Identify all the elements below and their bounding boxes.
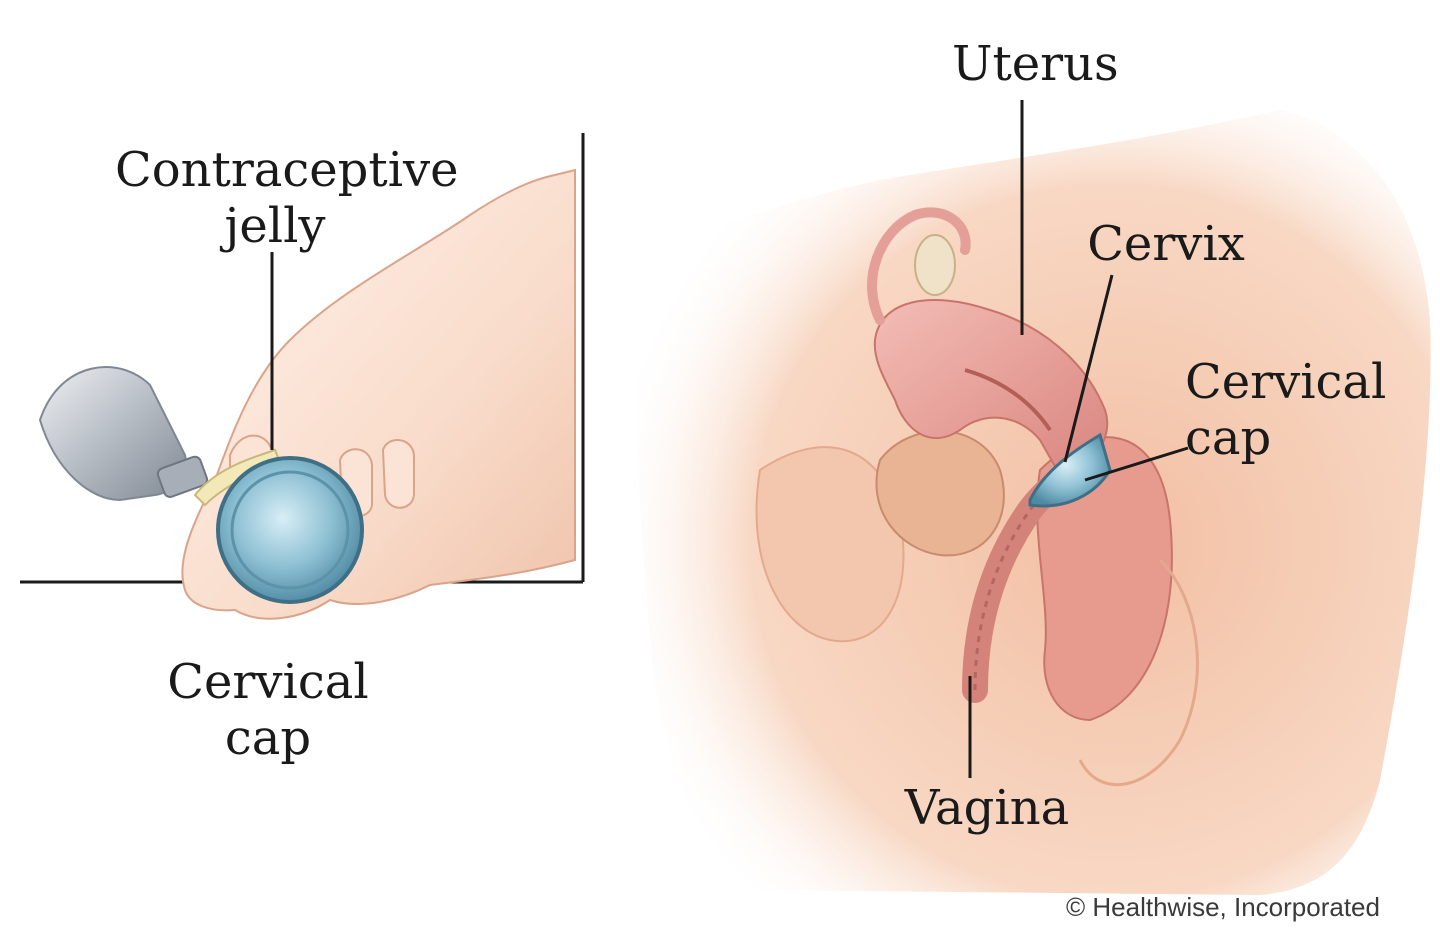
label-cervical-cap-right-line2: cap [1185,410,1272,466]
rectum [1036,436,1173,722]
fallopian-tube [867,207,971,325]
label-cervical-cap-left-line2: cap [224,710,312,766]
cervical-cap-placed [1028,432,1112,508]
label-vagina: Vagina [904,780,1070,836]
uterine-cavity [964,368,1052,432]
label-cervical-cap-left: Cervical cap [150,654,386,766]
label-contraceptive-jelly: Contraceptive jelly [115,142,459,254]
hand-panel [20,133,585,620]
leader-cervix [1063,274,1114,463]
label-contraceptive-jelly-line1: Contraceptive [115,142,459,198]
finger-2 [381,439,415,509]
label-cervical-cap-left-line1: Cervical [167,654,369,710]
buttock [1078,558,1199,787]
label-contraceptive-jelly-line2: jelly [224,198,326,254]
ovary [914,234,956,296]
label-cervical-cap-right-line1: Cervical [1185,354,1387,410]
thigh [755,446,905,643]
copyright-credit: © Healthwise, Incorporated [1066,892,1380,922]
label-uterus: Uterus [952,36,1119,92]
leader-cervical-cap-right [1084,446,1189,482]
label-cervix: Cervix [1087,216,1245,272]
label-cervical-cap-right: Cervical cap [1185,354,1387,466]
cervical-cap-held [216,456,364,604]
anatomy-panel [635,100,1431,895]
tube-nozzle [156,455,209,498]
